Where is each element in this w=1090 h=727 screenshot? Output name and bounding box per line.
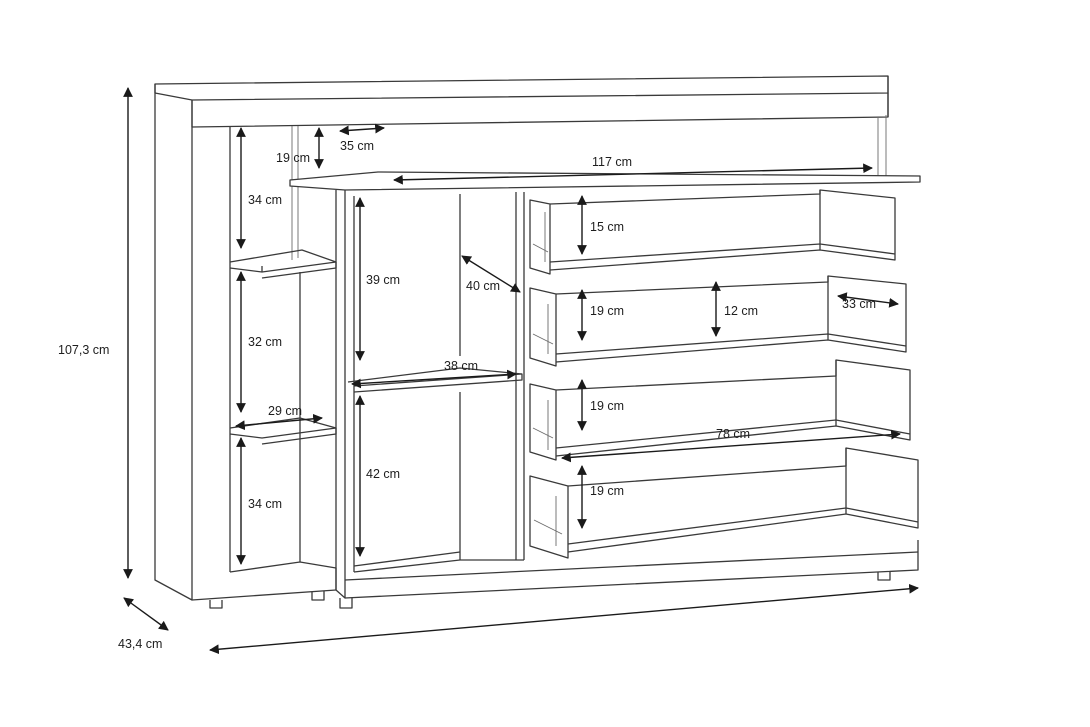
label-drawer2-inner-height: 12 cm	[724, 304, 758, 318]
center-compartment	[289, 171, 921, 599]
label-center-upper-height: 39 cm	[366, 273, 400, 287]
label-drawer3-height: 19 cm	[590, 399, 624, 413]
label-left-upper-shelf: 34 cm	[248, 193, 282, 207]
dimension-lines	[123, 87, 919, 655]
label-total-depth: 43,4 cm	[118, 637, 162, 651]
label-left-middle-shelf: 32 cm	[248, 335, 282, 349]
label-drawer2-depth: 33 cm	[842, 297, 876, 311]
label-center-lower-height: 42 cm	[366, 467, 400, 481]
label-top-opening-height: 19 cm	[276, 151, 310, 165]
drawer-3	[529, 359, 911, 461]
label-drawer1-height: 15 cm	[590, 220, 624, 234]
drawer-4	[529, 447, 919, 559]
label-top-inner-width: 117 cm	[592, 155, 632, 169]
label-total-height: 107,3 cm	[58, 343, 109, 357]
label-left-lower-shelf: 34 cm	[248, 497, 282, 511]
label-center-width: 38 cm	[444, 359, 478, 373]
left-shelf-unit	[229, 126, 337, 590]
label-drawer4-height: 19 cm	[590, 484, 624, 498]
label-center-depth: 40 cm	[466, 279, 500, 293]
dimension-labels: 107,3 cm 43,4 cm 19 cm 35 cm 117 cm 34 c…	[58, 139, 876, 651]
label-left-shelf-depth: 29 cm	[268, 404, 302, 418]
drawer-2	[529, 275, 907, 367]
label-top-opening-width: 35 cm	[340, 139, 374, 153]
drawer-1	[529, 189, 896, 275]
label-drawer2-height: 19 cm	[590, 304, 624, 318]
label-drawer-width: 78 cm	[716, 427, 750, 441]
